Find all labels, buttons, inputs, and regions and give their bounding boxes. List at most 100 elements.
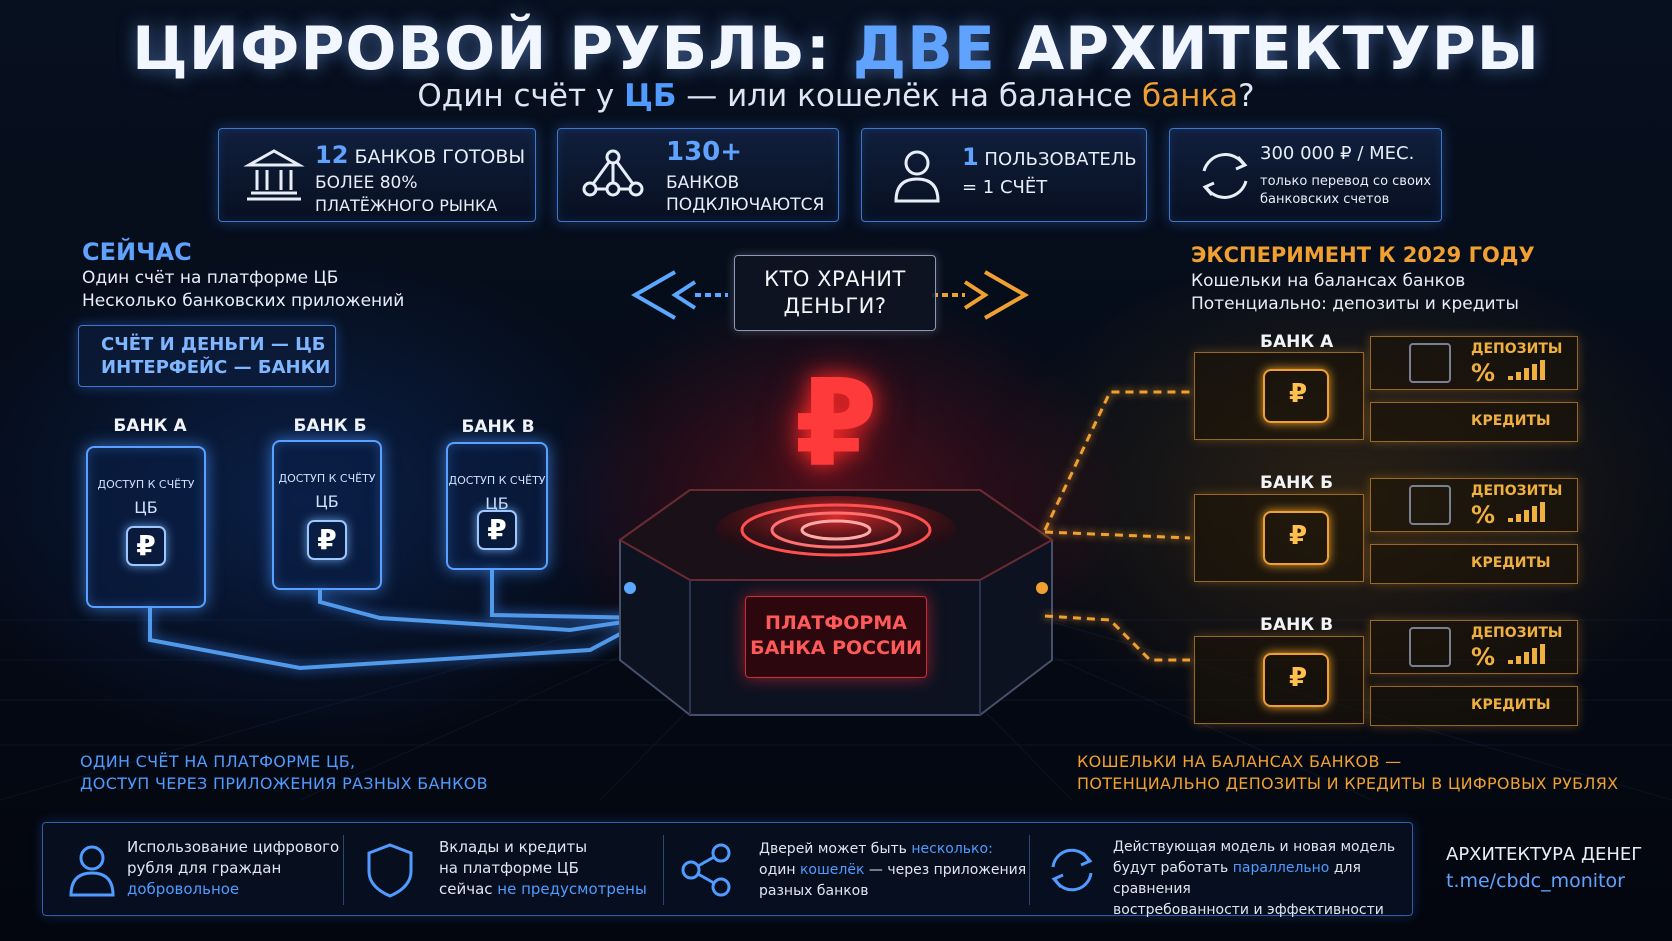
cb-label: ЦБ <box>485 494 509 513</box>
stat-number: 130+ <box>666 137 743 167</box>
question-line: КТО ХРАНИТ <box>764 267 906 291</box>
safe-icon <box>1409 485 1451 525</box>
wallet-ruble: ₽ <box>1288 663 1308 693</box>
stat-detail: ПОДКЛЮЧАЮТСЯ <box>666 195 825 215</box>
bank-label: БАНК В <box>1260 615 1334 635</box>
right-caption: ПОТЕНЦИАЛЬНО ДЕПОЗИТЫ И КРЕДИТЫ В ЦИФРОВ… <box>1077 774 1619 793</box>
stat-label: 300 000 ₽ / МЕС. <box>1260 143 1415 164</box>
percent-icon: % <box>1471 359 1496 387</box>
credits-label: КРЕДИТЫ <box>1471 697 1551 713</box>
fact-many-doors: Дверей может быть несколько: один кошелё… <box>759 841 1027 899</box>
stat-detail: только перевод со своих <box>1260 174 1432 189</box>
ruble-icon: ₽ <box>477 510 517 550</box>
who-holds-money-box: КТО ХРАНИТ ДЕНЬГИ? <box>734 255 936 331</box>
stat-detail: = 1 СЧЁТ <box>962 177 1048 198</box>
stat-card-banks-connecting: 130+ БАНКОВ ПОДКЛЮЧАЮТСЯ <box>557 128 839 222</box>
section-experiment-title: ЭКСПЕРИМЕНТ К 2029 ГОДУ <box>1191 243 1535 267</box>
stat-label: ПОЛЬЗОВАТЕЛЬ <box>978 149 1137 170</box>
platform-line: ПЛАТФОРМА <box>765 612 907 634</box>
stat-detail: ПЛАТЁЖНОГО РЫНКА <box>315 196 498 215</box>
bank-label: БАНК В <box>461 417 535 437</box>
wallet-icon: ₽ <box>1263 511 1329 565</box>
stat-number: 12 <box>315 141 349 169</box>
wallet-icon: ₽ <box>1263 653 1329 707</box>
network-icon <box>582 149 644 197</box>
account-access-label: ДОСТУП К СЧЁТУ <box>278 472 376 485</box>
ruble-hologram-icon: ₽ <box>794 355 878 494</box>
stat-label: БАНКОВ ГОТОВЫ <box>348 146 526 168</box>
wallet-icon: ₽ <box>1263 369 1329 423</box>
deposits-panel: ДЕПОЗИТЫ % <box>1370 620 1578 674</box>
bank-label: БАНК А <box>113 416 187 436</box>
deposits-label: ДЕПОЗИТЫ <box>1471 625 1563 641</box>
bank-wallet-box: ₽ <box>1194 352 1364 440</box>
safe-icon <box>1409 627 1451 667</box>
section-experiment-line: Потенциально: депозиты и кредиты <box>1191 294 1519 314</box>
bank-app-phone: ДОСТУП К СЧЁТУ ЦБ ₽ <box>446 442 548 570</box>
share-nodes-icon <box>681 843 731 897</box>
section-experiment-line: Кошельки на балансах банков <box>1191 271 1466 291</box>
bank-app-phone: ДОСТУП К СЧЁТУ ЦБ ₽ <box>86 446 206 608</box>
question-line: ДЕНЬГИ? <box>783 294 887 318</box>
credits-panel: КРЕДИТЫ <box>1370 402 1578 442</box>
bank-building-icon <box>243 149 305 201</box>
stat-number: 1 <box>962 143 979 171</box>
section-now-line: Один счёт на платформе ЦБ <box>82 268 339 288</box>
account-access-label: ДОСТУП К СЧЁТУ <box>448 474 546 487</box>
percent-icon: % <box>1471 643 1496 671</box>
stat-card-transfer-limit: 300 000 ₽ / МЕС. только перевод со своих… <box>1169 128 1442 222</box>
stat-detail: банковских счетов <box>1260 192 1390 207</box>
bank-label: БАНК А <box>1260 332 1334 352</box>
right-caption: КОШЕЛЬКИ НА БАЛАНСАХ БАНКОВ — <box>1077 752 1402 771</box>
bank-label: БАНК Б <box>1260 473 1334 493</box>
ruble-icon: ₽ <box>307 520 347 560</box>
cb-label: ЦБ <box>134 498 158 517</box>
left-caption: ОДИН СЧЁТ НА ПЛАТФОРМЕ ЦБ, <box>80 752 356 771</box>
deposits-label: ДЕПОЗИТЫ <box>1471 341 1563 357</box>
refresh-arrows-icon <box>1202 153 1248 199</box>
shield-icon <box>367 843 413 898</box>
user-icon <box>69 845 115 897</box>
account-money-box: СЧЁТ И ДЕНЬГИ — ЦБ ИНТЕРФЕЙС — БАНКИ <box>78 325 336 387</box>
section-now-line: Несколько банковских приложений <box>82 291 405 311</box>
box-line: СЧЁТ И ДЕНЬГИ — ЦБ <box>101 334 326 355</box>
fact-parallel-models: Действующая модель и новая модель будут … <box>1113 839 1396 918</box>
safe-icon <box>1409 343 1451 383</box>
bank-wallet-box: ₽ <box>1194 636 1364 724</box>
ruble-icon: ₽ <box>126 526 166 566</box>
deposits-label: ДЕПОЗИТЫ <box>1471 483 1563 499</box>
sync-arrows-icon <box>1051 848 1093 892</box>
stat-card-one-account: 1 ПОЛЬЗОВАТЕЛЬ = 1 СЧЁТ <box>861 128 1147 222</box>
credits-panel: КРЕДИТЫ <box>1370 686 1578 726</box>
bank-app-phone: ДОСТУП К СЧЁТУ ЦБ ₽ <box>272 440 382 590</box>
percent-icon: % <box>1471 501 1496 529</box>
left-caption: ДОСТУП ЧЕРЕЗ ПРИЛОЖЕНИЯ РАЗНЫХ БАНКОВ <box>80 774 488 793</box>
bank-label: БАНК Б <box>293 416 367 436</box>
brand-link[interactable]: t.me/cbdc_monitor <box>1446 870 1625 892</box>
stat-card-banks-ready: 12 БАНКОВ ГОТОВЫ БОЛЕЕ 80% ПЛАТЁЖНОГО РЫ… <box>218 128 536 222</box>
bank-wallet-box: ₽ <box>1194 494 1364 582</box>
cb-label: ЦБ <box>315 492 339 511</box>
user-icon <box>894 150 940 203</box>
stat-detail: БАНКОВ <box>666 173 740 193</box>
brand-name: АРХИТЕКТУРА ДЕНЕГ <box>1446 844 1643 865</box>
page-title: ЦИФРОВОЙ РУБЛЬ: ДВЕ АРХИТЕКТУРЫ <box>132 14 1540 84</box>
cbr-platform-label: ПЛАТФОРМА БАНКА РОССИИ <box>745 596 927 678</box>
section-now-title: СЕЙЧАС <box>82 238 192 266</box>
wallet-ruble: ₽ <box>1288 379 1308 409</box>
platform-line: БАНКА РОССИИ <box>750 637 922 659</box>
credits-label: КРЕДИТЫ <box>1471 413 1551 429</box>
account-access-label: ДОСТУП К СЧЁТУ <box>97 478 195 491</box>
wallet-ruble: ₽ <box>1288 521 1308 551</box>
stat-detail: БОЛЕЕ 80% <box>315 173 418 193</box>
page-subtitle: Один счёт у ЦБ — или кошелёк на балансе … <box>417 78 1255 114</box>
double-arrows <box>630 270 1030 320</box>
box-line: ИНТЕРФЕЙС — БАНКИ <box>101 357 331 378</box>
